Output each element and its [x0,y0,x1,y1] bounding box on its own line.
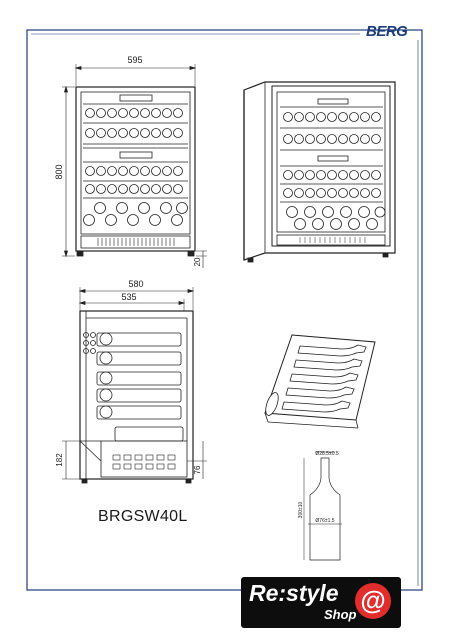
perspective-view [243,81,396,263]
model-name: BRGSW40L [98,508,188,525]
compressor-bay [100,440,188,478]
drawer-bottle-end [265,392,279,416]
bottle-body-label: Ø76±1.5 [315,518,334,524]
perspective-grille [276,234,386,246]
perspective-upper-panel [317,98,349,105]
upper-shelves [83,122,188,145]
perspective-lower-panel [317,155,349,162]
side-cabinet [79,310,194,480]
bottle-top-label: Ø28.5±0.5 [315,451,339,457]
perspective-door [271,85,391,247]
front-height-label: 800 [54,164,64,179]
side-view [62,287,207,484]
front-foot-left [76,250,84,257]
side-body-depth-label: 535 [121,292,136,302]
side-depth-label: 580 [128,279,143,289]
drawer-bottles [281,344,367,413]
side-foot-depth-label: 76 [193,465,202,474]
bottle-outline [309,457,341,561]
shop-badge-subtitle: Shop [324,607,357,622]
perspective-bottles [283,112,386,230]
restyle-shop-badge[interactable]: Re:style @ Shop [241,577,401,628]
compressor-vents [112,454,176,470]
front-grille-slats [97,238,175,246]
side-compressor-height-label: 182 [55,453,64,467]
side-bottle-bases [99,332,113,419]
front-grille [80,235,191,249]
front-cabinet [75,86,196,252]
drawer-perspective [264,334,376,429]
bottle-spec-drawing [303,451,342,561]
side-drawers [96,332,184,442]
front-width-label: 595 [127,55,142,65]
sheet-border [26,29,423,591]
upper-control-panel [119,94,153,102]
front-bottle-rows [83,108,188,226]
front-view [62,64,207,268]
side-vent-holes [83,332,96,354]
front-door-glass [80,91,191,235]
at-sign-icon: @ [355,583,391,619]
bottle-height-label: 300±10 [298,501,304,518]
shop-badge-title: Re:style [249,580,339,606]
front-foot-right [187,250,195,257]
lower-control-panel [119,151,153,159]
front-foot-label: 20 [193,257,202,266]
berg-logo: BERG [366,23,408,40]
